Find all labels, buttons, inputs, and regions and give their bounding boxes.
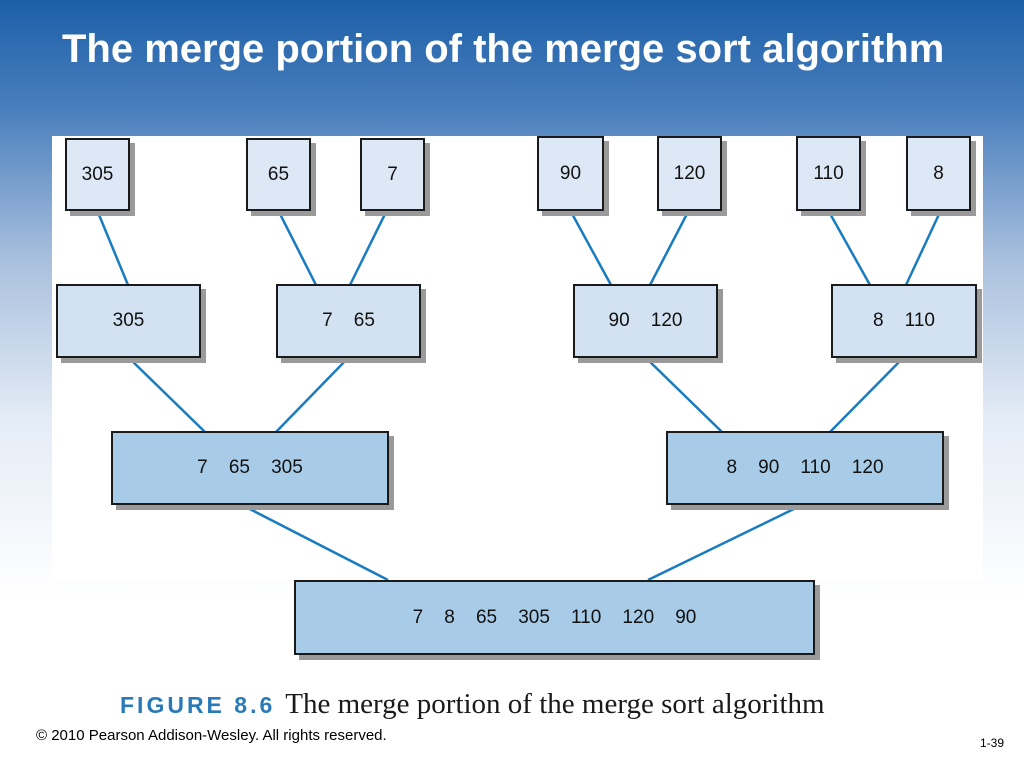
merge-node-level2: 8 90 110 120 <box>666 431 944 505</box>
merge-node-level2: 7 65 305 <box>111 431 389 505</box>
edge-8-110-l1 <box>829 356 905 433</box>
edge-8-leaf <box>904 209 943 286</box>
merge-node-level1: 8 110 <box>831 284 977 358</box>
leaf-node: 305 <box>65 138 130 211</box>
edge-120-leaf <box>648 209 691 286</box>
leaf-node: 65 <box>246 138 311 211</box>
figure-caption-text: The merge portion of the merge sort algo… <box>285 688 825 720</box>
edge-305-leaf <box>95 209 130 286</box>
edge-left-l2 <box>239 502 389 582</box>
leaf-node: 90 <box>537 136 604 211</box>
leaf-node: 110 <box>796 136 861 211</box>
edge-305-l1 <box>127 356 206 433</box>
edge-90-leaf <box>568 209 613 286</box>
leaf-node: 8 <box>906 136 971 211</box>
merge-node-root: 7 8 65 305 110 120 90 <box>294 580 815 655</box>
edge-65-leaf <box>276 209 318 286</box>
page-number: 1-39 <box>979 736 1004 750</box>
edge-7-leaf <box>348 209 389 286</box>
merge-node-level1: 305 <box>56 284 201 358</box>
edge-7-65-l1 <box>275 356 350 433</box>
slide-title: The merge portion of the merge sort algo… <box>62 27 945 71</box>
edge-90-120-l1 <box>644 356 723 433</box>
footer-copyright: © 2010 Pearson Addison-Wesley. All right… <box>36 727 387 744</box>
leaf-node: 7 <box>360 138 425 211</box>
figure-caption-label: FIGURE 8.6 <box>120 692 276 718</box>
leaf-node: 120 <box>657 136 722 211</box>
merge-node-level1: 7 65 <box>276 284 421 358</box>
edge-110-leaf <box>826 209 872 286</box>
merge-node-level1: 90 120 <box>573 284 718 358</box>
figure-caption: FIGURE 8.6 The merge portion of the merge… <box>120 688 825 721</box>
edge-right-l2 <box>647 502 805 582</box>
